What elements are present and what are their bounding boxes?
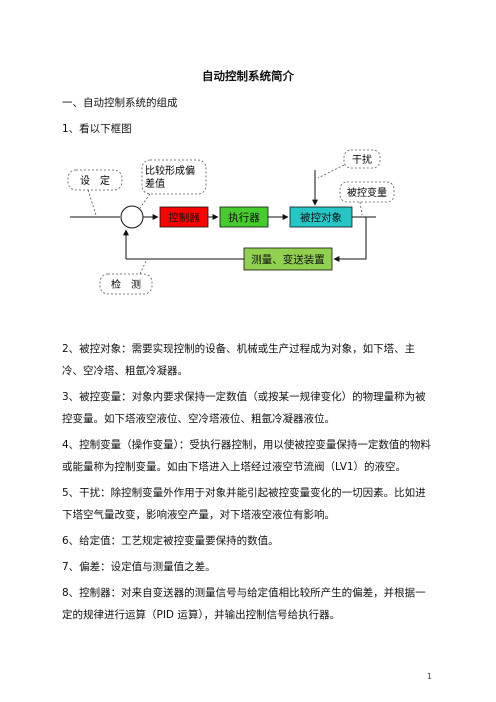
detect-pointer — [139, 260, 147, 275]
disturbance-pointer — [317, 164, 345, 179]
disturbance-label: 干扰 — [352, 153, 372, 166]
detect-callout — [99, 273, 153, 295]
compare-pointer — [139, 193, 151, 209]
setpoint-callout — [67, 169, 123, 191]
item-2: 2、被控对象：需要实现控制的设备、机械或生产过程成为对象，如下塔、主冷、空冷塔、… — [62, 343, 416, 377]
item-8: 8、控制器：对来自变送器的测量信号与给定值相比较所产生的偏差，并根据一定的规律进… — [62, 587, 426, 621]
page-title: 自动控制系统简介 — [202, 69, 294, 83]
item-3: 3、被控变量：对象内要求保持一定数值（或按某一规律变化）的物理量称为被控变量。如… — [62, 391, 426, 425]
controlled-var-callout — [339, 181, 395, 203]
controlled-var-label: 被控变量 — [347, 186, 387, 199]
detect-label: 检 测 — [111, 278, 141, 291]
feedback-right-line — [333, 217, 367, 262]
controller-label: 控制器 — [168, 211, 200, 224]
item-4: 4、控制变量（操作变量）：受执行器控制，用以使被控变量保持一定数值的物料或能量称… — [62, 439, 431, 473]
compare-label-line1: 比较形成偏 — [145, 164, 195, 177]
compare-label-line2: 差值 — [145, 177, 165, 190]
measure-label: 测量、变送装置 — [251, 253, 325, 266]
process-label: 被控对象 — [300, 211, 342, 224]
item-7: 7、偏差：设定值与测量值之差。 — [62, 561, 216, 573]
section-heading: 一、自动控制系统的组成 — [62, 97, 178, 109]
item-1: 1、看以下框图 — [62, 123, 132, 135]
item-5: 5、干扰：除控制变量外作用于对象并能引起被控变量变化的一切因素。比如进下塔空气量… — [62, 487, 426, 521]
setpoint-pointer — [87, 189, 97, 216]
setpoint-label: 设 定 — [80, 174, 110, 187]
disturbance-callout — [343, 149, 381, 169]
actuator-label: 执行器 — [228, 211, 260, 224]
compare-callout — [141, 159, 207, 195]
page-number: 1 — [426, 672, 432, 681]
item-6: 6、给定值：工艺规定被控变量要保持的数值。 — [62, 535, 279, 547]
controlled-var-pointer — [359, 201, 363, 216]
summing-junction — [120, 205, 144, 229]
